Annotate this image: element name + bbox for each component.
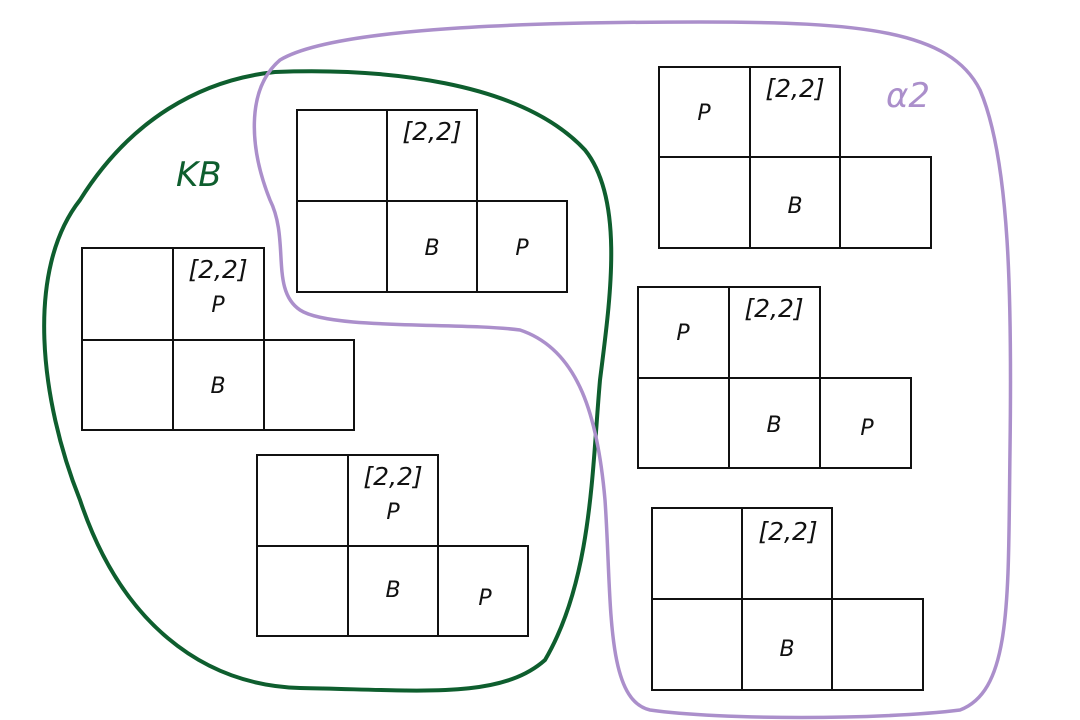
cell-symbol: B xyxy=(779,637,794,662)
cell-symbol: B xyxy=(424,236,439,261)
grid-cell xyxy=(296,109,388,202)
cell-symbol: P xyxy=(676,321,690,346)
cell-symbol: B xyxy=(210,374,225,399)
grid-cell xyxy=(256,454,349,547)
cell-coordinate-label: [2,2] xyxy=(188,255,247,284)
grid-cell xyxy=(741,598,833,691)
cell-symbol: B xyxy=(766,413,781,438)
grid-cell xyxy=(819,377,912,469)
grid-cell xyxy=(749,66,841,158)
grid-cell xyxy=(637,377,730,469)
cell-symbol: P xyxy=(697,101,711,126)
cell-coordinate-label: [2,2] xyxy=(363,462,422,491)
world-grid: [2,2] P B xyxy=(658,66,932,249)
world-grid: [2,2] B P xyxy=(296,109,568,293)
world-grid: [2,2] P B P xyxy=(637,286,912,469)
grid-cell xyxy=(347,545,439,637)
cell-coordinate-label: [2,2] xyxy=(758,517,817,546)
grid-cell xyxy=(839,156,932,249)
cell-symbol: B xyxy=(787,194,802,219)
world-grid: [2,2] P B xyxy=(81,247,355,431)
cell-coordinate-label: [2,2] xyxy=(402,117,461,146)
cell-symbol: P xyxy=(860,416,874,441)
grid-cell xyxy=(386,109,478,202)
grid-cell xyxy=(386,200,478,293)
cell-coordinate-label: [2,2] xyxy=(765,74,824,103)
grid-cell xyxy=(831,598,924,691)
cell-symbol: P xyxy=(386,500,400,525)
grid-cell xyxy=(476,200,568,293)
grid-cell xyxy=(263,339,355,431)
grid-cell xyxy=(728,286,821,379)
grid-cell xyxy=(651,598,743,691)
grid-cell xyxy=(296,200,388,293)
kb-set-label: KB xyxy=(176,155,222,195)
grid-cell xyxy=(81,339,174,431)
grid-cell xyxy=(172,247,265,341)
grid-cell xyxy=(172,339,265,431)
cell-symbol: P xyxy=(211,293,225,318)
grid-cell xyxy=(658,156,751,249)
cell-symbol: P xyxy=(478,586,492,611)
world-grid: [2,2] P B P xyxy=(256,454,529,637)
grid-cell xyxy=(741,507,833,600)
cell-symbol: P xyxy=(515,236,529,261)
world-grid: [2,2] B xyxy=(651,507,924,691)
alpha2-set-label: α2 xyxy=(886,76,930,116)
cell-coordinate-label: [2,2] xyxy=(744,294,803,323)
grid-cell xyxy=(81,247,174,341)
grid-cell xyxy=(437,545,529,637)
alpha2-set-boundary xyxy=(252,20,1013,720)
grid-cell xyxy=(651,507,743,600)
grid-cell xyxy=(728,377,821,469)
cell-symbol: B xyxy=(385,578,400,603)
grid-cell xyxy=(256,545,349,637)
kb-set-boundary xyxy=(42,69,614,693)
grid-cell xyxy=(347,454,439,547)
